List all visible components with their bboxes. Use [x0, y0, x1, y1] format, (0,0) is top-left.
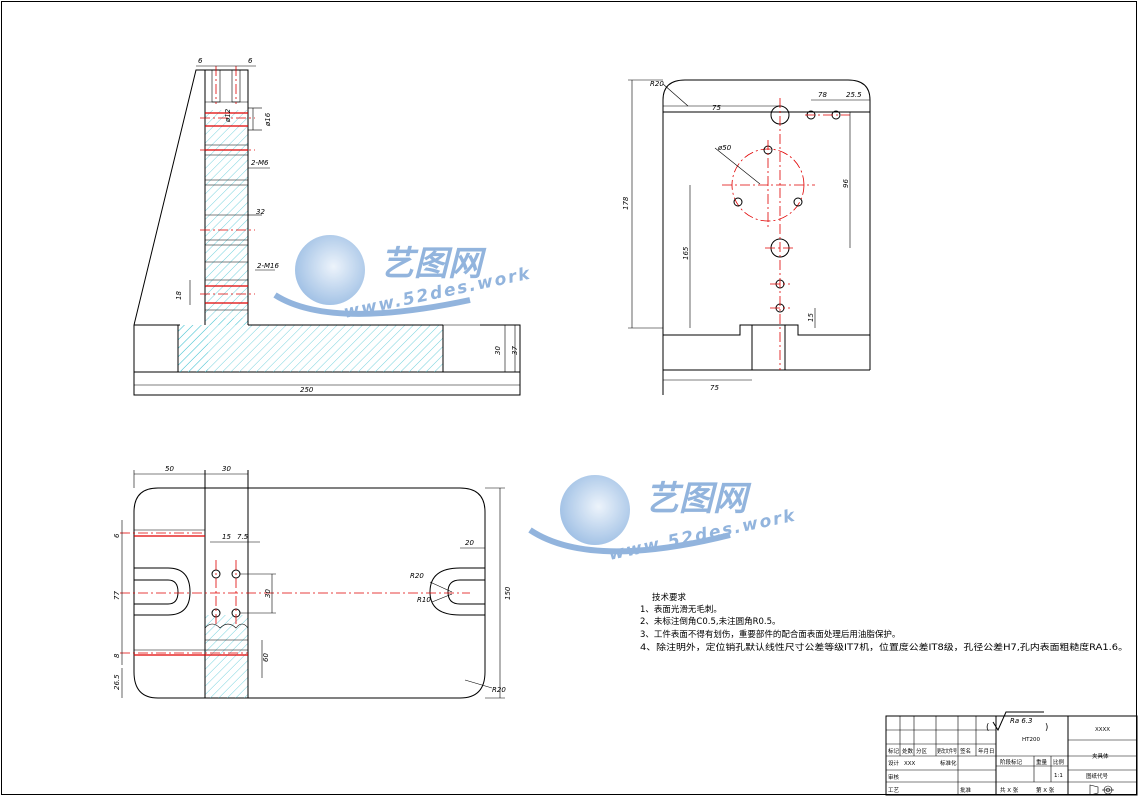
svg-text:(: ( — [986, 723, 989, 733]
dim-top-8: 8 — [113, 653, 121, 658]
note-4: 4、除注明外，定位销孔默认线性尺寸公差等级IT7机，位置度公差IT8级，孔径公差… — [640, 642, 1128, 653]
watermark-cn-lower: 艺图网 — [645, 479, 752, 519]
tb-design: 设计 — [888, 759, 900, 767]
dim-front-250: 250 — [300, 386, 314, 394]
dim-top-6: 6 — [113, 533, 121, 538]
watermark-cn-upper: 艺图网 — [380, 244, 487, 284]
tb-review: 审核 — [888, 773, 900, 781]
tb-material: HT200 — [1022, 737, 1040, 743]
note-3: 3、工件表面不得有划伤，重要部件的配合面表面处理后用油脂保护。 — [640, 629, 900, 640]
tb-weight: 重量 — [1036, 758, 1048, 766]
dim-top-20: 20 — [465, 539, 474, 547]
dim-top-50: 50 — [165, 465, 174, 473]
dim-front-m16: 2-M16 — [257, 262, 279, 270]
dim-side-25-5: 25.5 — [846, 91, 862, 99]
tb-part-name: 夹具体 — [1092, 752, 1109, 760]
tb-process: 工艺 — [888, 787, 900, 794]
title-block: 标记 处数 分区 更改文件号 签名 年月日 设计 XXX 标准化 审核 工艺 批… — [885, 715, 1138, 796]
dim-top-150: 150 — [504, 586, 512, 600]
watermark-upper: 艺图网 www.52des.work — [273, 235, 533, 323]
tb-zone: 分区 — [916, 747, 928, 755]
tb-count: 处数 — [902, 747, 914, 755]
dim-side-75-top: 75 — [712, 104, 721, 112]
watermark-lower: 艺图网 www.52des.work — [528, 475, 798, 565]
dim-top-30-v: 30 — [264, 589, 272, 598]
tb-drawing-no: XXXX — [1095, 727, 1110, 733]
dim-top-30: 30 — [222, 465, 231, 473]
dim-front-32: 32 — [256, 208, 265, 216]
tb-designer: XXX — [904, 761, 916, 767]
tb-sheet-total: 共 X 张 — [1000, 786, 1019, 794]
dim-top-15: 15 — [222, 533, 231, 541]
dim-side-165: 165 — [682, 246, 690, 260]
tb-drawing-code: 图纸代号 — [1086, 772, 1109, 780]
tb-sheet-no: 第 X 张 — [1036, 786, 1055, 794]
dim-top-r10: R10 — [417, 596, 431, 604]
globe-logo-icon-2 — [560, 475, 630, 545]
dim-top-26-5: 26.5 — [113, 674, 121, 690]
dim-side-78: 78 — [818, 91, 827, 99]
dim-side-15: 15 — [807, 313, 815, 322]
dim-front-d12: ø12 — [224, 108, 232, 123]
dim-top-7-5: 7.5 — [237, 533, 249, 541]
dim-front-6a: 6 — [198, 57, 203, 65]
dim-front-30: 30 — [494, 346, 502, 355]
tb-mark: 标记 — [888, 747, 900, 755]
tb-sign: 签名 — [960, 747, 971, 755]
dim-front-18: 18 — [175, 291, 183, 300]
note-2: 2、未标注倒角C0.5,未注圆角R0.5。 — [640, 616, 781, 627]
dim-side-d50: ø50 — [717, 144, 732, 152]
roughness-label: Ra 6.3 — [1010, 717, 1033, 725]
tb-scale: 1:1 — [1054, 773, 1063, 779]
front-view: 6 6 ø12 ø16 2-M6 32 2-M16 18 30 37 250 — [133, 57, 521, 396]
dim-top-r20a: R20 — [410, 572, 424, 580]
dim-side-75-bot: 75 — [710, 384, 719, 392]
svg-text:): ) — [1045, 723, 1048, 733]
dim-top-r20b: R20 — [492, 686, 506, 694]
tb-change: 更改文件号 — [937, 747, 957, 755]
tb-standard: 标准化 — [940, 759, 957, 767]
dim-side-96: 96 — [842, 179, 850, 188]
projection-symbol-icon — [1089, 784, 1114, 796]
notes-title: 技术要求 — [652, 592, 687, 603]
side-view: R20 75 78 25.5 ø50 96 178 165 15 75 — [622, 79, 871, 395]
dim-front-6b: 6 — [248, 57, 253, 65]
tb-stage: 阶段标记 — [1000, 758, 1023, 766]
tb-approve: 批准 — [960, 786, 972, 794]
dim-side-178: 178 — [622, 196, 630, 210]
globe-logo-icon — [295, 235, 365, 305]
dim-side-r20: R20 — [650, 80, 664, 88]
technical-notes: 技术要求 1、表面光滑无毛刺。 2、未标注倒角C0.5,未注圆角R0.5。 3、… — [640, 592, 1128, 653]
dim-front-37: 37 — [511, 346, 519, 355]
top-view: 50 30 6 15 7.5 20 R20 R10 77 30 150 8 60… — [113, 465, 512, 699]
dim-front-m6: 2-M6 — [251, 159, 269, 167]
note-1: 1、表面光滑无毛刺。 — [640, 604, 722, 615]
tb-scale-label: 比例 — [1053, 758, 1065, 766]
dim-front-d16: ø16 — [264, 112, 272, 127]
dim-top-77: 77 — [113, 591, 121, 600]
tb-date: 年月日 — [978, 747, 995, 755]
dim-top-60: 60 — [262, 653, 270, 662]
